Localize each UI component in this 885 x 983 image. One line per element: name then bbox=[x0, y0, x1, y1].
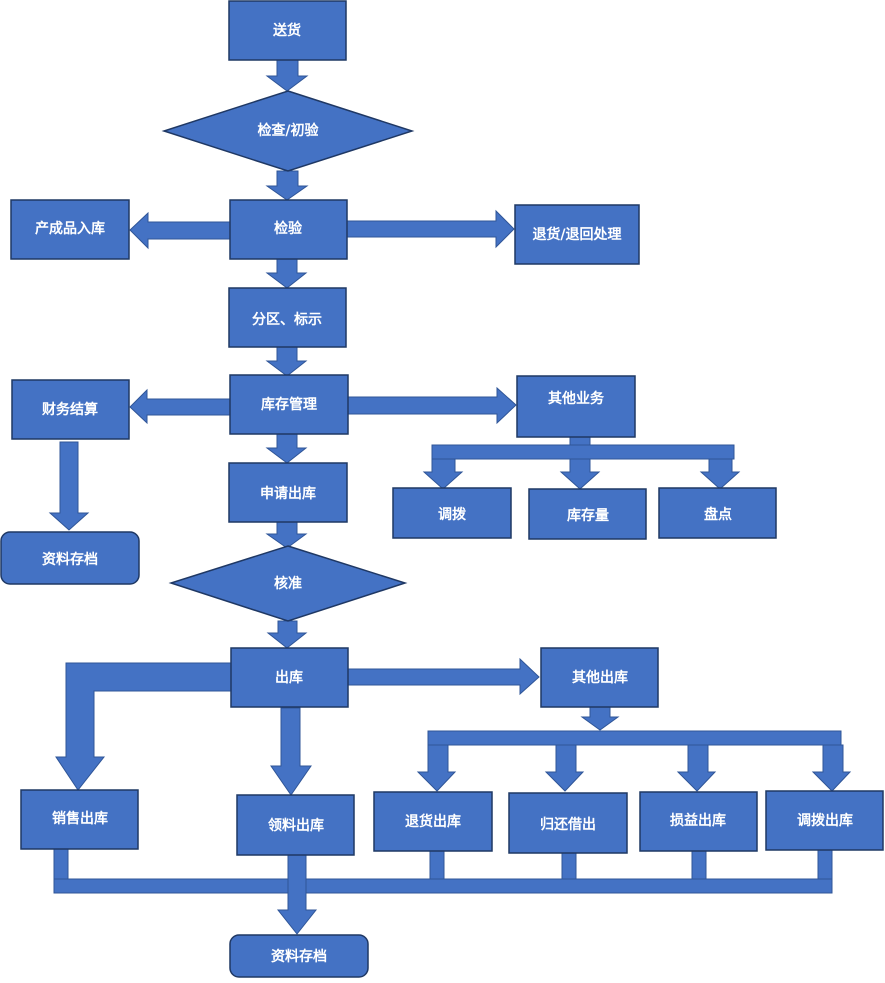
node-inventory-mgmt[interactable] bbox=[229, 374, 349, 435]
node-inspect-initial-label: 检查/初验 bbox=[257, 122, 319, 139]
connector-return-down bbox=[429, 850, 445, 882]
arrow-inventory-to-apply-outbound bbox=[265, 432, 308, 464]
node-borrow-return-outbound[interactable] bbox=[508, 792, 628, 854]
node-other-outbound-label: 其他出库 bbox=[572, 669, 628, 686]
node-apply-outbound[interactable] bbox=[228, 462, 348, 523]
node-apply-outbound-label: 申请出库 bbox=[260, 485, 316, 502]
node-stock-quantity-label: 库存量 bbox=[567, 507, 609, 524]
connector-borrow-down bbox=[561, 852, 577, 882]
node-loss-gain-outbound[interactable] bbox=[639, 791, 758, 852]
arrow-outbound-to-other-outbound bbox=[347, 657, 540, 696]
node-return-handling[interactable] bbox=[514, 204, 640, 265]
node-other-business[interactable] bbox=[516, 375, 636, 438]
node-transfer-outbound-label: 调拨出库 bbox=[797, 812, 853, 829]
node-inspect[interactable] bbox=[229, 199, 348, 260]
node-stocktake[interactable] bbox=[658, 487, 777, 539]
node-approve-label: 核准 bbox=[274, 575, 302, 592]
node-inventory-mgmt-label: 库存管理 bbox=[261, 396, 317, 413]
node-stock-quantity[interactable] bbox=[528, 488, 647, 540]
node-approve[interactable] bbox=[168, 545, 408, 622]
node-zone-label[interactable] bbox=[228, 287, 347, 348]
node-borrow-return-outbound-label: 归还借出 bbox=[540, 816, 596, 833]
node-transfer-label: 调拨 bbox=[438, 506, 467, 523]
arrow-inspect-to-finished-goods bbox=[129, 211, 231, 250]
arrow-to-transfer-outbound bbox=[811, 744, 852, 792]
connector-loss-down bbox=[691, 850, 707, 882]
node-archive-left-label: 资料存档 bbox=[42, 551, 98, 568]
arrow-zone-label-to-inventory bbox=[265, 346, 308, 377]
node-sales-outbound[interactable] bbox=[20, 789, 139, 850]
node-archive-bottom-label: 资料存档 bbox=[271, 948, 327, 965]
node-return-outbound-label: 退货出库 bbox=[405, 813, 461, 830]
connector-bottom-bus bbox=[53, 878, 833, 894]
node-transfer[interactable] bbox=[392, 487, 512, 539]
arrow-inspect-initial-to-inspect bbox=[265, 170, 309, 201]
node-other-outbound[interactable] bbox=[540, 647, 659, 708]
connector-other-outbound-stem bbox=[580, 706, 620, 731]
arrow-outbound-to-sales bbox=[55, 662, 233, 791]
arrow-deliver-to-inspect-initial bbox=[265, 59, 309, 92]
node-stocktake-label: 盘点 bbox=[704, 506, 732, 523]
node-finished-goods-in[interactable] bbox=[10, 199, 130, 260]
arrow-other-business-to-stock-quantity bbox=[559, 458, 601, 490]
node-material-outbound-label: 领料出库 bbox=[268, 817, 324, 834]
node-outbound[interactable] bbox=[230, 647, 349, 708]
node-inspect-label: 检验 bbox=[274, 220, 303, 237]
node-material-outbound[interactable] bbox=[236, 794, 355, 856]
node-return-handling-label: 退货/退回处理 bbox=[532, 226, 621, 243]
arrow-inspect-to-zone-label bbox=[265, 258, 308, 289]
node-archive-bottom[interactable] bbox=[229, 934, 369, 978]
connector-other-outbound-bar bbox=[427, 730, 842, 746]
arrow-to-return-outbound bbox=[416, 744, 457, 792]
node-outbound-label: 出库 bbox=[275, 669, 303, 686]
node-deliver-label: 送货 bbox=[272, 22, 301, 39]
arrow-inspect-to-return-handling bbox=[345, 209, 515, 249]
connector-other-business-bar bbox=[431, 444, 735, 460]
node-deliver[interactable] bbox=[228, 0, 347, 61]
arrow-inventory-to-finance bbox=[129, 388, 231, 425]
arrow-inventory-to-other-business bbox=[347, 386, 517, 425]
arrow-approve-to-outbound bbox=[266, 620, 308, 649]
arrow-other-business-to-stocktake bbox=[699, 458, 741, 490]
node-sales-outbound-label: 销售出库 bbox=[52, 810, 108, 827]
node-zone-label-label: 分区、标示 bbox=[252, 311, 322, 328]
node-other-business-label: 其他业务 bbox=[548, 390, 605, 407]
arrow-to-borrow-return bbox=[544, 744, 585, 792]
arrow-other-business-to-transfer bbox=[422, 458, 464, 490]
node-financial-settlement-label: 财务结算 bbox=[41, 401, 98, 418]
node-archive-left[interactable] bbox=[0, 531, 140, 585]
node-inspect-initial[interactable] bbox=[161, 90, 415, 172]
node-transfer-outbound[interactable] bbox=[765, 790, 884, 851]
arrow-finance-to-archive bbox=[48, 441, 90, 531]
node-loss-gain-outbound-label: 损益出库 bbox=[670, 812, 726, 829]
arrow-outbound-to-material bbox=[270, 707, 312, 796]
node-financial-settlement[interactable] bbox=[11, 379, 130, 440]
arrow-to-loss-gain bbox=[676, 744, 717, 792]
arrow-to-bottom-archive bbox=[276, 854, 318, 935]
node-finished-goods-in-label: 产成品入库 bbox=[35, 220, 105, 237]
arrow-apply-to-approve bbox=[265, 521, 308, 549]
node-return-outbound[interactable] bbox=[373, 791, 493, 852]
